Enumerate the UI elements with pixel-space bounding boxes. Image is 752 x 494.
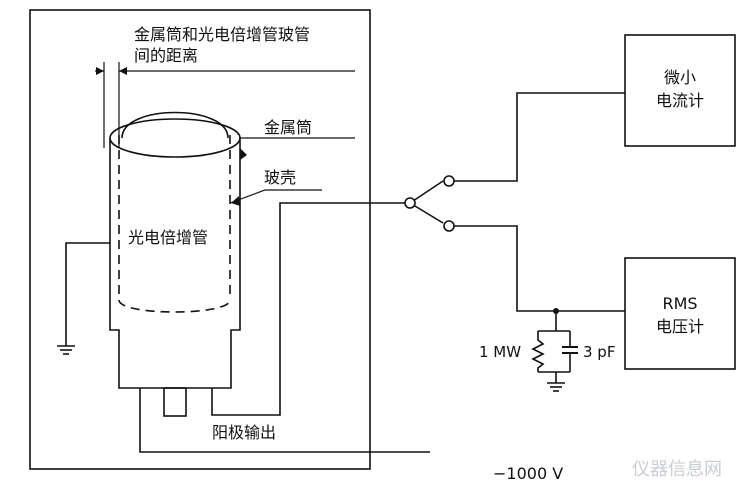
switch-blade-upper — [409, 180, 444, 204]
glass-envelope-dashed — [118, 135, 231, 313]
gap-label-line2: 间的距离 — [134, 46, 199, 65]
rms-label-line1: RMS — [662, 294, 698, 313]
pmt-pin — [163, 387, 187, 417]
microammeter-box — [624, 34, 736, 147]
metal-tube-arrowhead — [240, 148, 247, 160]
microammeter-label-line1: 微小 — [663, 68, 696, 87]
gap-arrow-left-head — [96, 67, 104, 75]
switch-contact-upper — [443, 175, 455, 187]
switch-blade-lower — [409, 202, 444, 224]
metal-tube-label: 金属筒 — [264, 118, 313, 137]
glass-arrowhead — [231, 196, 240, 206]
pmt-body — [109, 138, 241, 389]
glass-leader — [229, 189, 322, 204]
resistor-symbol — [531, 331, 545, 372]
switch-contact-lower — [443, 220, 455, 232]
microammeter-label-line2: 电流计 — [655, 91, 704, 110]
switch-common-contact — [404, 197, 416, 209]
pmt-label: 光电倍增管 — [128, 228, 209, 247]
watermark-text: 仪器信息网 — [632, 459, 722, 480]
rms-wire — [449, 225, 625, 312]
glass-dome — [121, 111, 229, 139]
microammeter-wire — [449, 92, 625, 182]
gap-arrow-right-head — [119, 67, 127, 75]
ground-wire-left — [65, 242, 110, 346]
rc-junction-dot — [553, 308, 559, 314]
anode-output-label: 阳极输出 — [212, 423, 277, 442]
capacitor-label: 3 pF — [583, 343, 616, 361]
gap-label-line1: 金属筒和光电倍增管玻管 — [134, 25, 311, 44]
shield-enclosure — [29, 9, 371, 470]
anode-output-wire — [211, 202, 410, 416]
resistor-label: 1 MW — [479, 343, 522, 361]
hv-wire — [139, 388, 430, 453]
hv-label: −1000 V — [493, 464, 564, 483]
rms-voltmeter-box — [624, 257, 736, 370]
rms-label-line2: 电压计 — [655, 317, 704, 336]
glass-shell-label: 玻壳 — [264, 168, 297, 187]
